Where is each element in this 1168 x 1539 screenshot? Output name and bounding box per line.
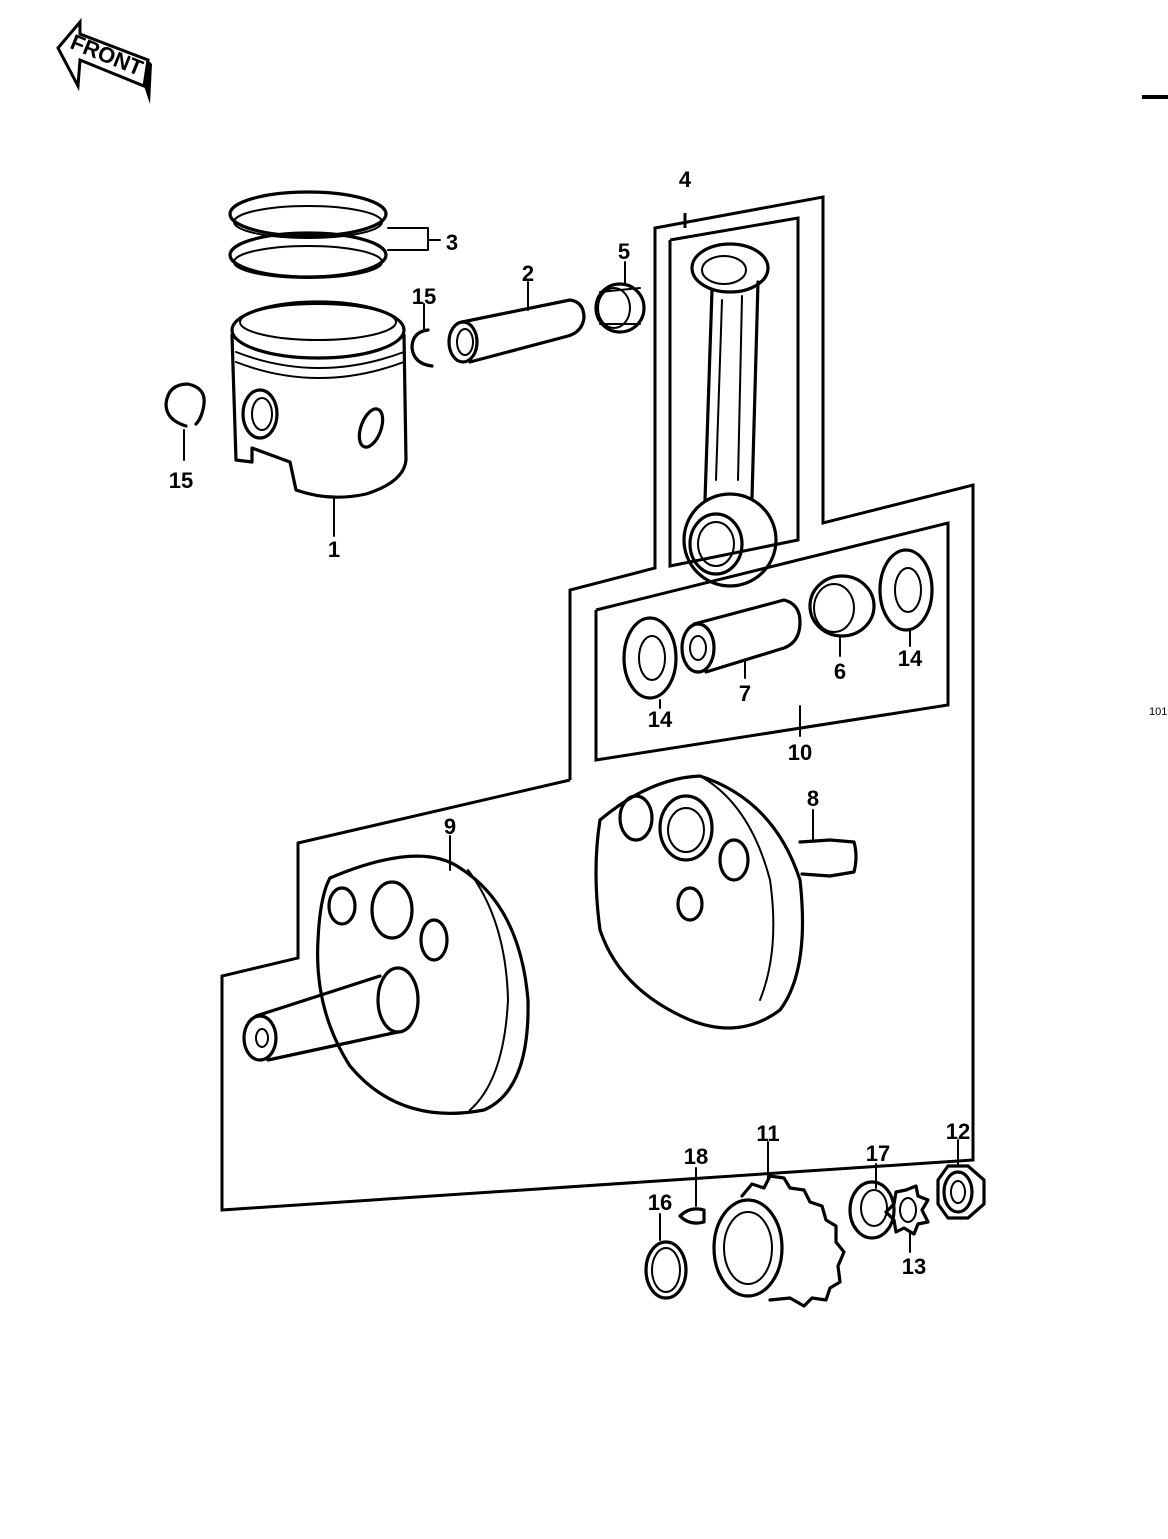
callout-11: 11	[756, 1121, 779, 1146]
callout-1: 1	[328, 537, 340, 562]
callout-10: 10	[788, 740, 812, 765]
crank-half-right	[594, 774, 858, 1030]
callout-16: 16	[648, 1190, 672, 1215]
callout-17: 17	[866, 1141, 890, 1166]
piston-pin	[447, 281, 586, 364]
piston	[230, 300, 408, 537]
small-end-bearing	[594, 261, 646, 334]
callout-7: 7	[739, 681, 751, 706]
callout-18: 18	[684, 1144, 708, 1169]
callout-8: 8	[807, 786, 819, 811]
callout-9: 9	[444, 814, 456, 839]
callout-15-lower: 15	[169, 468, 193, 493]
front-arrow-icon: FRONT	[56, 17, 152, 104]
callout-14-right: 14	[898, 646, 923, 671]
page-number: 101	[1149, 706, 1168, 718]
lock-washer	[884, 1184, 930, 1253]
woodruff-key	[678, 1167, 706, 1225]
circlip-upper	[410, 328, 434, 368]
callout-13: 13	[902, 1254, 926, 1279]
crank-half-left	[242, 835, 530, 1115]
crankshaft-assembly-outline	[220, 195, 975, 1212]
callout-6: 6	[834, 659, 846, 684]
circlip-lower	[164, 382, 206, 428]
thrust-washer-right	[878, 548, 934, 647]
shim	[644, 1213, 688, 1300]
callout-4: 4	[679, 167, 692, 192]
crank-pin-set-outline	[594, 521, 950, 762]
callout-5: 5	[618, 239, 630, 264]
connecting-rod-outline	[668, 216, 800, 568]
thrust-washer-left	[622, 616, 678, 709]
big-end-bearing	[808, 574, 876, 657]
callout-3: 3	[446, 230, 458, 255]
crank-pin	[680, 598, 802, 679]
callout-15-upper: 15	[412, 284, 436, 309]
washer	[848, 1163, 896, 1240]
callout-labels: 1 2 3 4 5 6 7 8 9 10 11 12 13 14 14 15 1…	[169, 167, 970, 1279]
callout-2: 2	[522, 261, 534, 286]
callout-12: 12	[946, 1119, 970, 1144]
nut	[936, 1139, 986, 1220]
connecting-rod	[682, 242, 778, 588]
callout-14-left: 14	[648, 707, 673, 732]
gear	[712, 1141, 846, 1308]
piston-rings	[228, 190, 441, 279]
